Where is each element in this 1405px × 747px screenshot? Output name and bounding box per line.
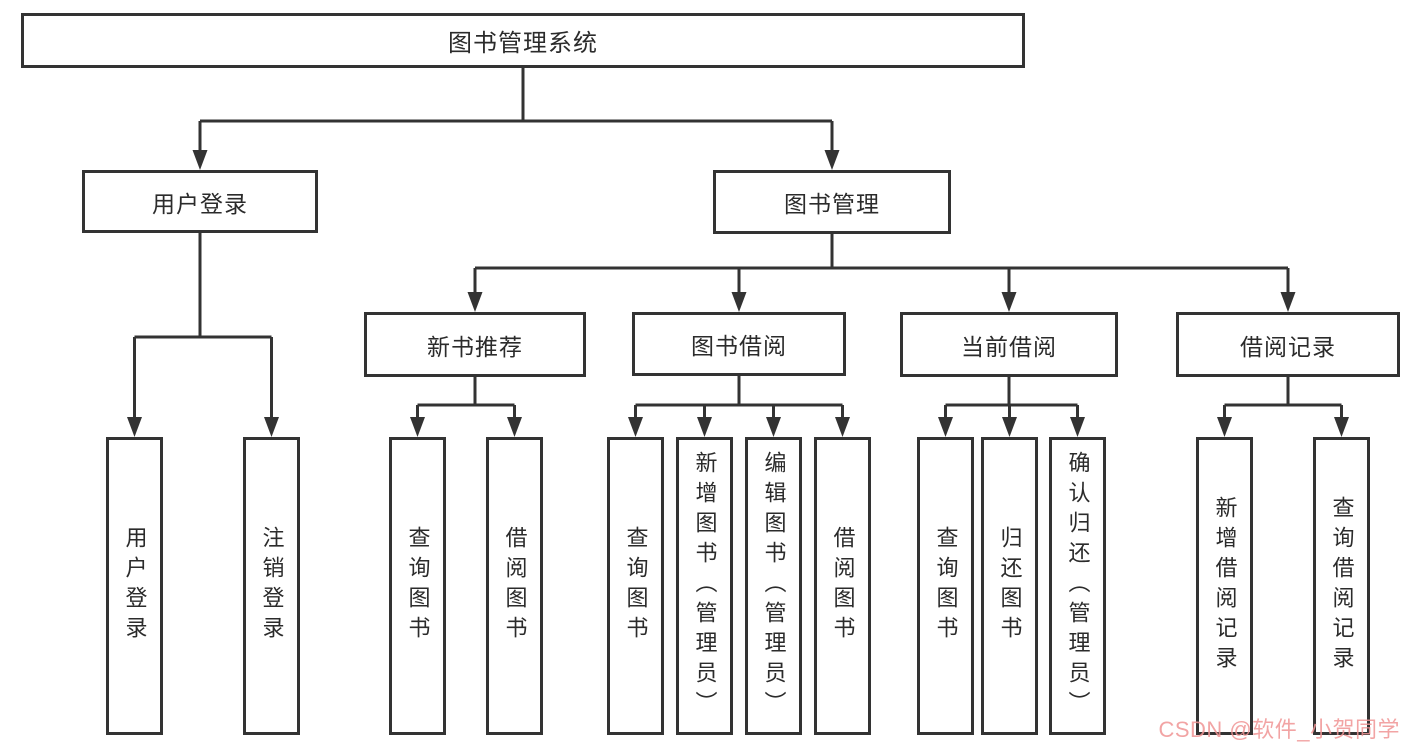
leaf-add-books-admin: 新增图书（管理员）: [676, 437, 733, 735]
arrow-down-icon: [1280, 292, 1296, 312]
leaf-query-books-current: 查询图书: [917, 437, 974, 735]
arrow-down-icon: [835, 417, 850, 437]
arrow-down-icon: [697, 417, 712, 437]
node-book-management: 图书管理: [713, 170, 951, 234]
arrow-down-icon: [1070, 417, 1085, 437]
leaf-borrow-books-borrowing: 借阅图书: [814, 437, 871, 735]
node-root: 图书管理系统: [21, 13, 1025, 68]
arrow-down-icon: [1334, 417, 1349, 437]
arrow-down-icon: [192, 150, 208, 170]
leaf-query-books-recommend: 查询图书: [389, 437, 446, 735]
node-borrowing-records: 借阅记录: [1176, 312, 1400, 377]
arrow-down-icon: [507, 417, 522, 437]
leaf-logout: 注销登录: [243, 437, 300, 735]
arrow-down-icon: [938, 417, 953, 437]
arrow-down-icon: [410, 417, 425, 437]
arrow-down-icon: [467, 292, 483, 312]
leaf-user-login: 用户登录: [106, 437, 163, 735]
arrow-down-icon: [264, 417, 279, 437]
leaf-query-borrow-record: 查询借阅记录: [1313, 437, 1370, 735]
leaf-return-books: 归还图书: [981, 437, 1038, 735]
leaf-borrow-books-recommend: 借阅图书: [486, 437, 543, 735]
leaf-edit-books-admin: 编辑图书（管理员）: [745, 437, 802, 735]
leaf-query-books-borrowing: 查询图书: [607, 437, 664, 735]
node-new-book-recommendation: 新书推荐: [364, 312, 586, 377]
arrowheads: [127, 150, 1349, 437]
leaf-confirm-return-admin: 确认归还（管理员）: [1049, 437, 1106, 735]
node-user-login: 用户登录: [82, 170, 318, 233]
arrow-down-icon: [628, 417, 643, 437]
watermark: CSDN @软件_小贺同学: [1158, 717, 1400, 742]
arrow-down-icon: [766, 417, 781, 437]
arrow-down-icon: [731, 292, 747, 312]
connector-lines: [133, 68, 1343, 421]
arrow-down-icon: [824, 150, 840, 170]
node-book-borrowing: 图书借阅: [632, 312, 846, 376]
arrow-down-icon: [1002, 417, 1017, 437]
leaf-add-borrow-record: 新增借阅记录: [1196, 437, 1253, 735]
arrow-down-icon: [1217, 417, 1232, 437]
arrow-down-icon: [127, 417, 142, 437]
arrow-down-icon: [1001, 292, 1017, 312]
node-current-borrowing: 当前借阅: [900, 312, 1118, 377]
